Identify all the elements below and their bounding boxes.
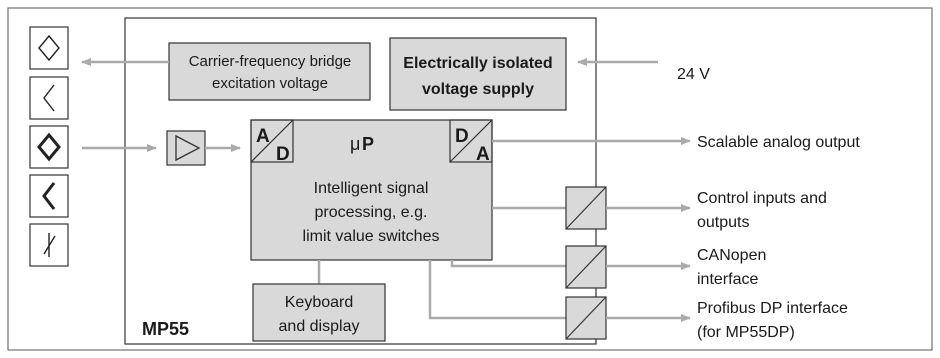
device-label: MP55 (142, 319, 189, 339)
profibus-feed-line (428, 260, 566, 320)
canopen-label-line-1: CANopen (697, 247, 766, 264)
bridge-active-icon (29, 125, 69, 169)
amplifier-icon (175, 134, 201, 162)
profibus-label-line-1: Profibus DP interface (697, 300, 848, 317)
profibus-label-line-2: (for MP55DP) (697, 324, 795, 341)
dac-bottom: A (476, 144, 490, 165)
processing-line-1: Intelligent signal (314, 180, 429, 197)
half-bridge-icon (29, 76, 69, 120)
supply-input-label: 24 V (677, 66, 710, 83)
mu-symbol: μ (350, 134, 360, 154)
supply-line-2: voltage supply (422, 81, 534, 98)
p-symbol: P (362, 134, 374, 154)
control-label-line-1: Control inputs and (697, 190, 827, 207)
keyboard-line-1: Keyboard (285, 294, 354, 311)
bridge-full-icon (29, 26, 69, 70)
voltage-supply-box (389, 37, 567, 111)
canopen-feed-line (450, 260, 566, 268)
outer-frame (7, 7, 933, 351)
carrier-line-2: excitation voltage (212, 75, 328, 92)
keyboard-display-box (252, 283, 386, 342)
adc-top: A (256, 126, 270, 147)
keyboard-line-2: and display (279, 318, 360, 335)
carrier-frequency-box (168, 42, 371, 101)
half-bridge-active-icon (29, 174, 69, 218)
control-label-line-2: outputs (697, 214, 749, 231)
analog-output-label: Scalable analog output (697, 134, 860, 151)
sensor-icons (29, 26, 69, 267)
microprocessor-block (250, 119, 493, 261)
adc-bottom: D (276, 144, 290, 165)
carrier-line-1: Carrier-frequency bridge (189, 53, 352, 70)
canopen-label-line-2: interface (697, 271, 758, 288)
adc-cell (250, 119, 294, 163)
processing-line-2: processing, e.g. (315, 204, 428, 221)
supply-line-1: Electrically isolated (403, 55, 552, 72)
processing-line-3: limit value switches (303, 228, 440, 245)
dac-top: D (455, 126, 469, 147)
